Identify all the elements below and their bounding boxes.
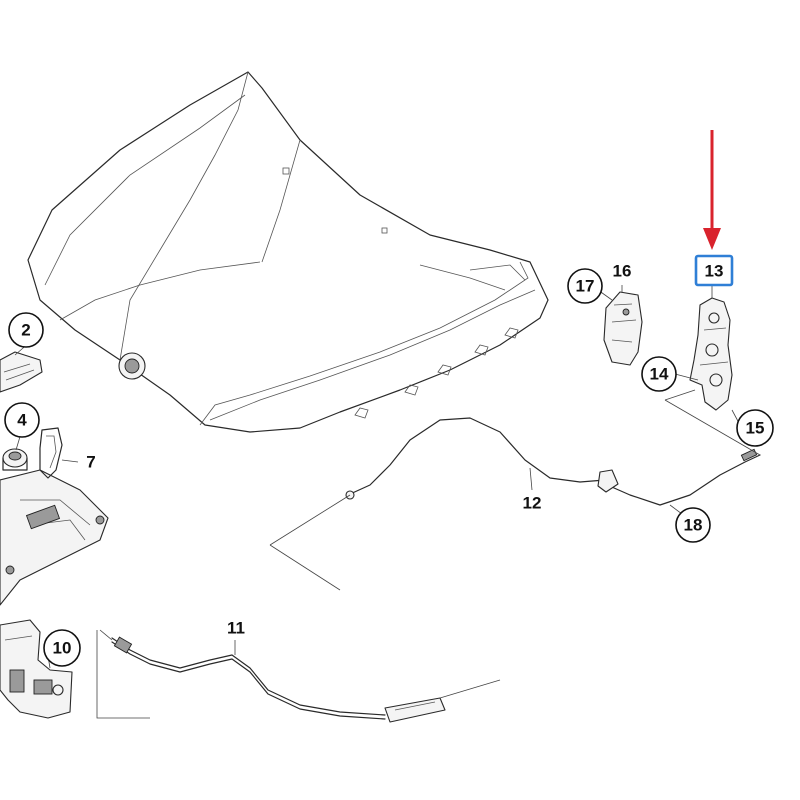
callout-14: 14 [641, 356, 677, 392]
svg-text:4: 4 [17, 411, 27, 430]
callout-13-highlighted: 13 [694, 254, 734, 287]
hood-lock-part-4 [2, 448, 28, 471]
arrow-down-icon [703, 130, 721, 250]
callout-7: 7 [86, 453, 95, 472]
callout-12: 12 [523, 494, 542, 513]
callout-10: 10 [43, 629, 81, 667]
svg-text:18: 18 [684, 516, 703, 535]
callout-4: 4 [4, 402, 40, 438]
callout-2: 2 [8, 312, 44, 348]
svg-text:17: 17 [576, 277, 595, 296]
callout-18: 18 [675, 507, 711, 543]
svg-text:10: 10 [53, 639, 72, 658]
release-cable-11 [111, 636, 446, 723]
clip-part-7 [39, 427, 63, 479]
release-cable-12 [345, 417, 761, 506]
svg-text:16: 16 [613, 262, 632, 281]
svg-text:15: 15 [746, 419, 765, 438]
svg-text:2: 2 [21, 321, 30, 340]
svg-text:12: 12 [523, 494, 542, 513]
svg-text:13: 13 [705, 262, 724, 281]
callout-17: 17 [567, 268, 603, 304]
callout-16: 16 [613, 262, 632, 281]
leader-lines [14, 285, 761, 719]
hood-lock-part-10 [0, 619, 73, 719]
hood-panel [27, 71, 549, 433]
svg-text:11: 11 [227, 619, 245, 638]
hood-latch-bracket [0, 351, 109, 606]
hood-hinge-13 [689, 297, 733, 411]
callout-11: 11 [227, 619, 245, 638]
svg-text:7: 7 [86, 453, 95, 472]
hinge-bracket-16 [603, 291, 643, 366]
callout-15: 15 [736, 409, 774, 447]
svg-text:14: 14 [650, 365, 669, 384]
